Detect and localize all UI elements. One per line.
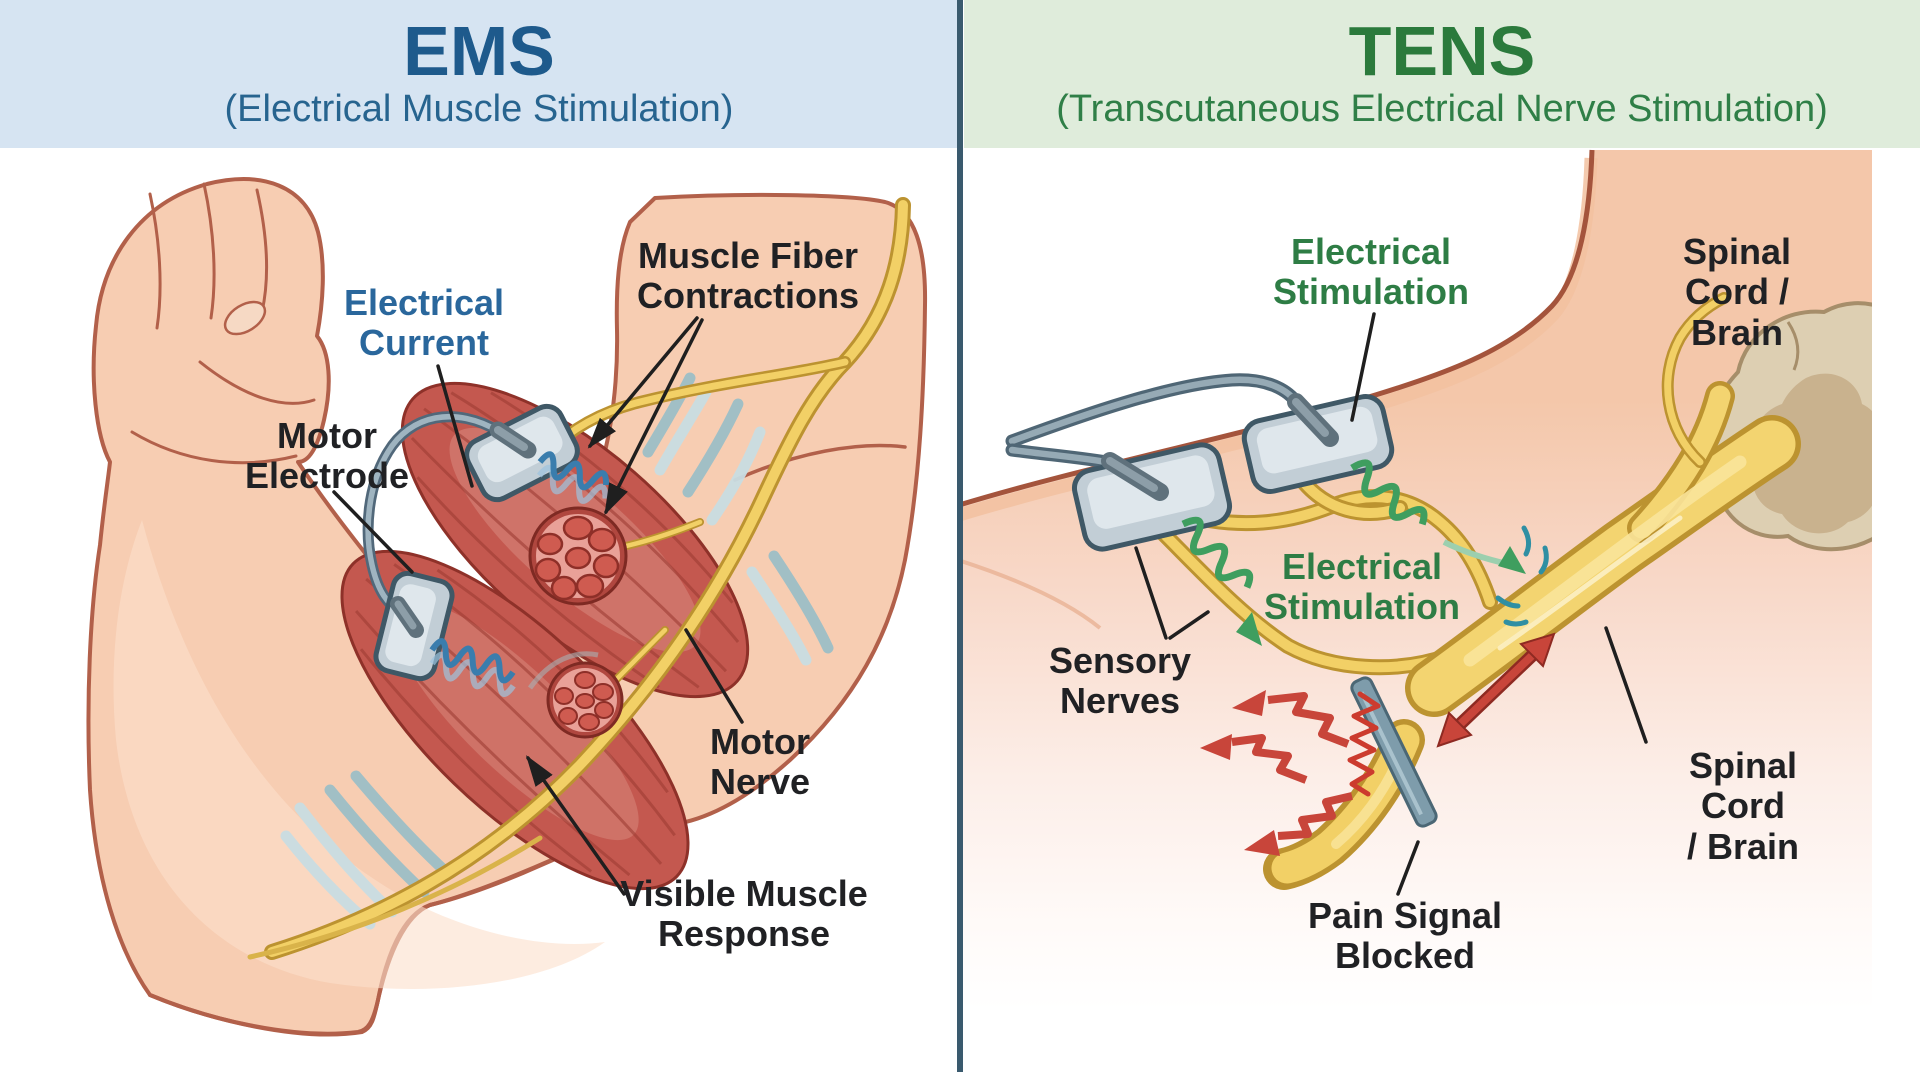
blocked-signal-zigzag <box>1347 691 1381 797</box>
leader-motor-nerve <box>684 628 744 724</box>
label-motor-electrode: Motor Electrode <box>244 415 410 497</box>
tens-header: TENS (Transcutaneous Electrical Nerve St… <box>964 0 1920 148</box>
leader-muscle-fiber-1 <box>587 316 699 449</box>
nerve-spark-marks <box>1495 525 1549 627</box>
leader-visible-response <box>525 755 626 896</box>
tens-pad-2-connector-top <box>1292 398 1329 437</box>
leader-muscle-fiber-2 <box>604 318 704 516</box>
stimulation-arrow-2 <box>1498 546 1526 574</box>
tens-illustration <box>958 149 1872 1037</box>
stimulation-arrow-1 <box>1236 612 1262 646</box>
pain-signal-double-arrow <box>1436 632 1556 748</box>
label-pain-signal-blocked: Pain Signal Blocked <box>1307 895 1503 977</box>
pad-1-connector-top <box>494 426 528 451</box>
leader-electrical-current <box>436 364 474 488</box>
pad-2-connector-top <box>394 600 417 630</box>
label-spinal-cord-brain-bottom: Spinal Cord / Brain <box>1686 745 1800 867</box>
ems-title: EMS <box>403 12 555 90</box>
fist <box>130 182 316 465</box>
shoulder-crease <box>733 443 907 482</box>
leader-sensory-nerves-2 <box>1168 610 1210 640</box>
stimulation-spring-2 <box>1350 459 1526 574</box>
label-motor-nerve: Motor Nerve <box>709 721 811 803</box>
pain-signal-bolts <box>1200 690 1353 856</box>
skin-crease <box>958 558 1102 630</box>
ems-subtitle: (Electrical Muscle Stimulation) <box>224 88 734 130</box>
label-electrical-current: Electrical Current <box>343 282 505 364</box>
electrical-current-wave-1 <box>536 451 610 504</box>
thumbnail <box>223 300 267 336</box>
label-electrical-stimulation-top: Electrical Stimulation <box>1273 231 1469 313</box>
leader-pain-signal-blocked <box>1396 840 1420 896</box>
pain-block-barrier <box>1350 676 1438 828</box>
electrical-current-wave-2 <box>429 638 599 697</box>
label-electrical-stimulation-mid: Electrical Stimulation <box>1264 546 1460 628</box>
leader-spinal-cord-bottom <box>1604 626 1648 744</box>
tens-subtitle: (Transcutaneous Electrical Nerve Stimula… <box>1056 88 1828 130</box>
stimulation-spring-1 <box>1181 516 1262 646</box>
muscle-cross-section-small <box>546 661 624 739</box>
tens-title: TENS <box>1348 12 1536 90</box>
panel-divider <box>957 0 963 1072</box>
label-muscle-fiber-contractions: Muscle Fiber Contractions <box>636 235 860 317</box>
ems-header: EMS (Electrical Muscle Stimulation) <box>0 0 958 148</box>
forearm-highlight <box>113 520 606 989</box>
muscle-cross-section-large <box>528 506 628 606</box>
electrode-wire <box>362 411 506 618</box>
label-visible-muscle-response: Visible Muscle Response <box>620 873 868 955</box>
ems-leader-lines <box>332 316 744 896</box>
leader-motor-electrode <box>332 490 414 574</box>
tens-pad-1-connector-top <box>1106 457 1158 492</box>
label-spinal-cord-brain-top: Spinal Cord / Brain <box>1682 231 1792 353</box>
leader-electrical-stimulation-top <box>1350 312 1376 422</box>
leader-sensory-nerves-1 <box>1134 546 1168 640</box>
label-sensory-nerves: Sensory Nerves <box>1048 640 1192 722</box>
tens-leader-lines <box>1134 312 1648 896</box>
ems-illustration <box>86 177 928 1037</box>
